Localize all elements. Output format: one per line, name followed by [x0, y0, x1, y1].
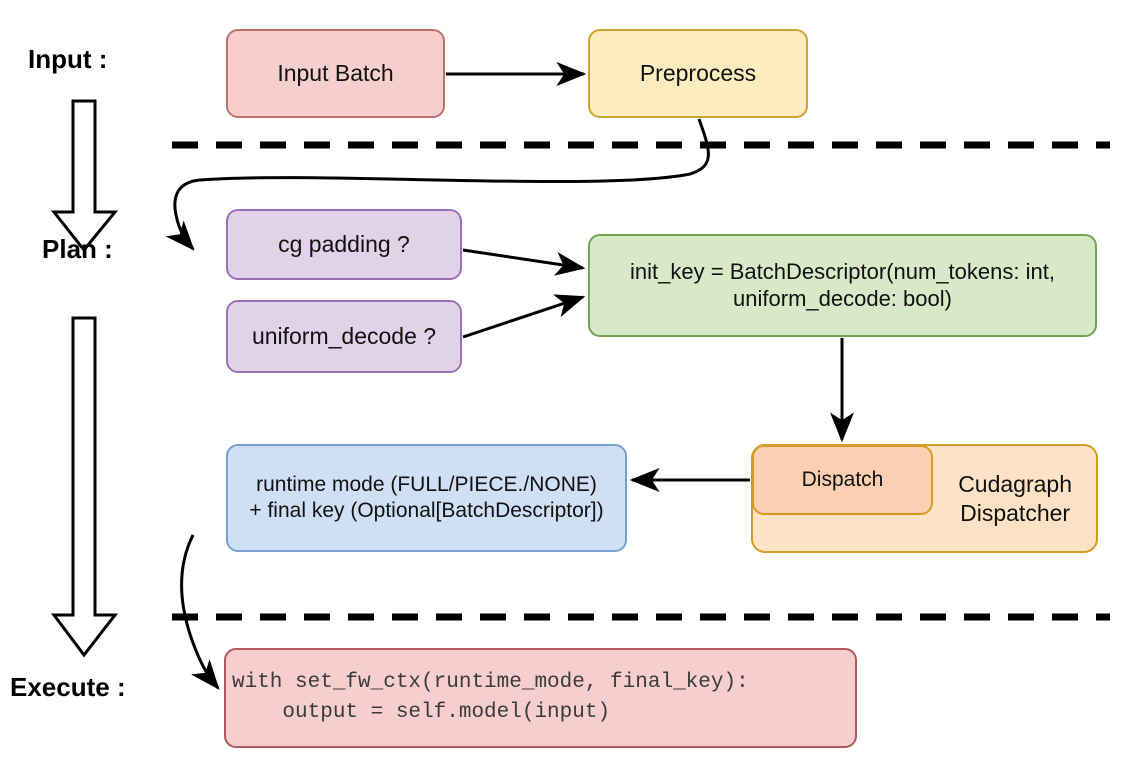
node-input-batch[interactable]: Input Batch — [226, 29, 445, 118]
node-code-block[interactable]: with set_fw_ctx(runtime_mode, final_key)… — [224, 648, 857, 748]
arrow-preprocess-to-cg-padding — [165, 118, 710, 251]
arrow-cg-padding-to-init-key — [462, 248, 586, 276]
node-preprocess[interactable]: Preprocess — [588, 29, 808, 118]
stage-label-plan: Plan : — [42, 234, 113, 264]
node-dispatch[interactable]: Dispatch — [752, 445, 933, 515]
node-uniform-decode[interactable]: uniform_decode ? — [226, 300, 462, 373]
stage-label-execute: Execute : — [10, 672, 126, 702]
stage-label-input: Input : — [28, 44, 108, 74]
arrow-uniform-decode-to-init-key — [462, 294, 586, 339]
node-runtime-mode[interactable]: runtime mode (FULL/PIECE./NONE) + final … — [226, 444, 627, 552]
node-init-key[interactable]: init_key = BatchDescriptor(num_tokens: i… — [588, 234, 1097, 337]
stage-arrow-plan-to-execute — [51, 316, 119, 658]
stage-arrow-input-to-plan — [50, 99, 119, 253]
node-cg-padding[interactable]: cg padding ? — [226, 209, 462, 280]
arrow-runtime-mode-to-code-block — [180, 534, 220, 690]
